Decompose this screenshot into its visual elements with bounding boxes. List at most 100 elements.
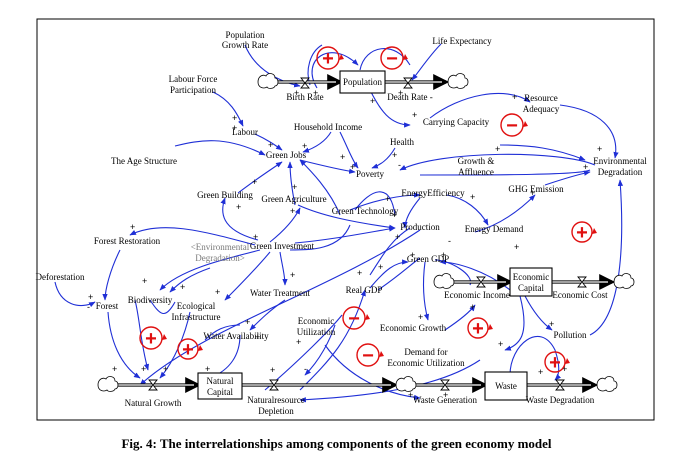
stock-natural-capital: Natural Capital (197, 372, 243, 400)
svg-text:+: + (549, 319, 554, 329)
stock-natural-capital-label-line2: Capital (207, 387, 233, 397)
svg-text:+: + (514, 242, 519, 252)
svg-text:+: + (385, 194, 390, 204)
svg-text:+: + (441, 250, 446, 260)
var-green-gdp: Green GDP (407, 254, 449, 264)
svg-text:+: + (294, 88, 299, 98)
var-green-investment: Green Investment (250, 241, 315, 251)
svg-text:+: + (255, 332, 260, 342)
var-demand-econ-util-l1: Demand for (404, 347, 447, 357)
svg-text:+: + (370, 96, 375, 106)
var-economic-income: Economic Income (444, 290, 510, 300)
var-biodiversity: Biodiversity (128, 295, 173, 305)
svg-text:+: + (112, 364, 117, 374)
var-green-technology: Green Technology (332, 206, 399, 216)
var-forest: Forest (96, 301, 119, 311)
var-resource-adequacy-l1: Resource (524, 93, 558, 103)
svg-text:+: + (268, 140, 273, 150)
loop-environment: + (571, 221, 597, 244)
svg-text:+: + (350, 162, 355, 172)
svg-text:+: + (538, 367, 543, 377)
stock-natural-capital-label-line1: Natural (207, 376, 234, 386)
var-waste-generation: Waste Generation (413, 395, 477, 405)
var-labour-force-l2: Participation (170, 85, 216, 95)
var-waste-degradation: Waste Degradation (526, 395, 595, 405)
var-deforestation: Deforestation (36, 272, 85, 282)
svg-text:+: + (141, 364, 146, 374)
var-birth-rate: Birth Rate (286, 92, 323, 102)
var-natural-growth: Natural Growth (125, 398, 182, 408)
svg-text:+: + (408, 390, 413, 400)
svg-text:-: - (304, 364, 307, 374)
svg-text:+: + (253, 232, 258, 242)
var-env-degradation-shadow-l1: <Environmental (191, 242, 250, 252)
loop-waste: + (544, 351, 570, 374)
var-resource-adequacy-l2: Adequacy (523, 104, 560, 114)
svg-text:+: + (296, 337, 301, 347)
svg-text:+: + (236, 202, 241, 212)
svg-text:+: + (597, 144, 602, 154)
svg-text:+: + (470, 192, 475, 202)
polarity-signs: + + + + + + + + + + + + + + - + + + + + … (87, 88, 602, 400)
svg-text:+: + (182, 339, 194, 361)
var-energy-efficiency: EnergyEfficiency (401, 188, 465, 198)
svg-text:+: + (412, 110, 417, 120)
figure-caption: Fig. 4: The interrelationships among com… (121, 436, 552, 451)
var-green-agriculture: Green Agriculture (261, 194, 326, 204)
svg-text:+: + (410, 250, 415, 260)
var-economic-growth: Economic Growth (380, 323, 447, 333)
svg-text:+: + (576, 222, 588, 244)
stock-waste: Waste (484, 371, 528, 401)
var-economic-utilization-l1: Economic (298, 316, 335, 326)
svg-text:+: + (530, 188, 535, 198)
svg-text:+: + (292, 182, 297, 192)
svg-text:+: + (245, 317, 250, 327)
svg-text:+: + (562, 364, 567, 374)
svg-text:+: + (270, 365, 275, 375)
stock-economic-capital-label-line2: Capital (518, 283, 544, 293)
stock-population: Population (339, 70, 386, 94)
stock-economic-capital-label-line1: Economic (513, 272, 550, 282)
loop-biodiversity: + (139, 326, 167, 350)
svg-text:+: + (215, 287, 220, 297)
loop-gdp: − (342, 306, 370, 330)
svg-text:+: + (145, 328, 157, 350)
var-production: Production (400, 222, 440, 232)
var-natural-resource-depletion-l2: Depletion (258, 406, 294, 416)
svg-text:+: + (232, 123, 237, 133)
var-ghg-emission: GHG Emission (508, 184, 564, 194)
var-growth-affluence-l2: Affluence (458, 167, 494, 177)
svg-text:−: − (386, 48, 398, 70)
svg-text:-: - (448, 236, 451, 246)
svg-text:+: + (495, 144, 500, 154)
var-economic-cost: Economic Cost (552, 290, 608, 300)
stock-population-label: Population (343, 77, 383, 87)
var-population-growth-rate-l1: Population (225, 30, 265, 40)
var-ecological-infrastructure-l1: Ecological (177, 301, 216, 311)
svg-text:+: + (290, 206, 295, 216)
var-pollution: Pollution (553, 330, 587, 340)
loop-population-birth: + (316, 46, 344, 70)
svg-text:+: + (163, 364, 168, 374)
var-demand-econ-util-l2: Economic Utilization (387, 358, 465, 368)
flow-valves (148, 77, 587, 391)
diagram-frame (36, 18, 655, 421)
svg-text:+: + (313, 88, 318, 98)
svg-text:+: + (88, 292, 93, 302)
var-energy-demand: Energy Demand (465, 224, 524, 234)
svg-text:+: + (512, 92, 517, 102)
var-green-building: Green Building (197, 190, 253, 200)
svg-text:+: + (340, 152, 345, 162)
var-real-gdp: Real GDP (346, 285, 383, 295)
loop-resource: − (500, 113, 528, 137)
svg-text:+: + (498, 339, 503, 349)
svg-text:+: + (392, 210, 397, 220)
var-poverty: Poverty (356, 169, 384, 179)
svg-text:+: + (357, 268, 362, 278)
svg-text:+: + (378, 262, 383, 272)
loop-economic: + (467, 317, 493, 340)
svg-text:+: + (142, 276, 147, 286)
svg-text:+: + (398, 88, 403, 98)
svg-text:+: + (392, 150, 397, 160)
